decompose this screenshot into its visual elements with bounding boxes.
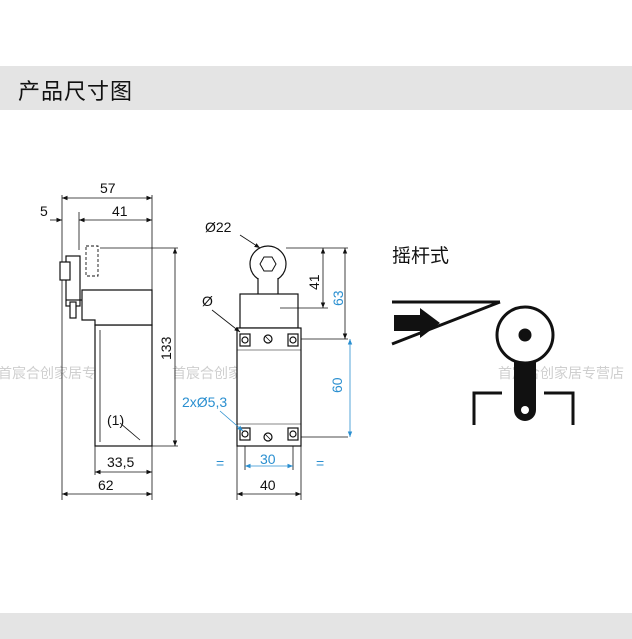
dim-60-label: 60: [329, 377, 345, 393]
side-view: [50, 195, 178, 500]
dim-40-label: 40: [260, 477, 276, 493]
rocker-schematic: [391, 300, 575, 425]
rocker-type-label: 摇杆式: [392, 245, 449, 267]
dim-62-label: 62: [98, 477, 114, 493]
eq-left-label: =: [216, 455, 224, 471]
dim-63-label: 63: [330, 290, 346, 306]
eq-right-label: =: [316, 455, 324, 471]
dim-133-label: 133: [158, 336, 174, 360]
callout-1-label: (1): [107, 412, 124, 428]
dim-57-label: 57: [100, 180, 116, 196]
header-bar: 产品尺寸图: [0, 66, 632, 110]
front-view-blue-dims: [219, 339, 353, 469]
front-view: [211, 234, 348, 500]
dim-d22-label: Ø22: [205, 219, 232, 235]
dim-41-vertical-label: 41: [306, 274, 322, 290]
dim-33-5-label: 33,5: [107, 454, 134, 470]
page-title: 产品尺寸图: [18, 80, 134, 105]
dim-41-label: 41: [112, 203, 128, 219]
dim-5-label: 5: [40, 203, 48, 219]
dim-2xd53-label: 2xØ5,3: [182, 394, 227, 410]
footer-bar: [0, 613, 632, 639]
dim-d-label: Ø: [202, 293, 213, 309]
dim-30-label: 30: [260, 451, 276, 467]
